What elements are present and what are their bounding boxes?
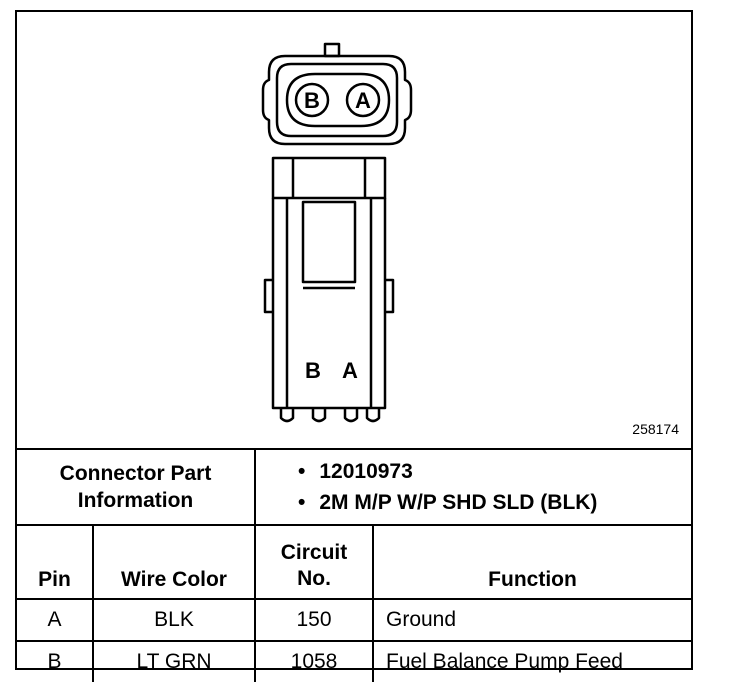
header-row: Pin Wire Color Circuit No. Function [17, 524, 691, 600]
circuit-cell: 150 [254, 598, 374, 642]
connector-drawing: B A B A [261, 42, 413, 423]
part-number-item: 2M M/P W/P SHD SLD (BLK) [298, 487, 691, 518]
pin-cell: B [17, 640, 94, 682]
figure-number: 258174 [632, 421, 679, 437]
circuit-cell: 1058 [254, 640, 374, 682]
wire-color-cell: LT GRN [92, 640, 256, 682]
part-info-label-line2: Information [77, 489, 194, 512]
header-function: Function [372, 524, 691, 600]
pin-cell: A [17, 598, 94, 642]
header-pin: Pin [17, 524, 94, 600]
side-pin-label-a: A [342, 358, 358, 383]
table-row: B LT GRN 1058 Fuel Balance Pump Feed [17, 640, 691, 682]
part-numbers: 12010973 2M M/P W/P SHD SLD (BLK) [254, 448, 691, 526]
function-cell: Fuel Balance Pump Feed [372, 640, 691, 682]
diagram-frame: B A B A 258174 Con [15, 10, 693, 682]
connector-face-view: B A [261, 42, 413, 146]
header-circuit: Circuit No. [254, 524, 374, 600]
wire-color-cell: BLK [92, 598, 256, 642]
header-circuit-line2: No. [297, 567, 331, 590]
part-info-row: Connector Part Information 12010973 2M M… [17, 448, 691, 526]
connector-side-view: B A [263, 156, 395, 423]
face-pin-label-b: B [304, 88, 320, 113]
pinout-table: Connector Part Information 12010973 2M M… [17, 448, 691, 682]
function-cell: Ground [372, 598, 691, 642]
face-pin-label-a: A [355, 88, 371, 113]
part-number-item: 12010973 [298, 456, 691, 487]
part-info-label: Connector Part Information [17, 448, 256, 526]
part-info-label-line1: Connector Part [59, 462, 212, 485]
header-wire-color: Wire Color [92, 524, 256, 600]
side-pin-label-b: B [305, 358, 321, 383]
header-circuit-line1: Circuit [280, 541, 348, 564]
table-row: A BLK 150 Ground [17, 598, 691, 642]
